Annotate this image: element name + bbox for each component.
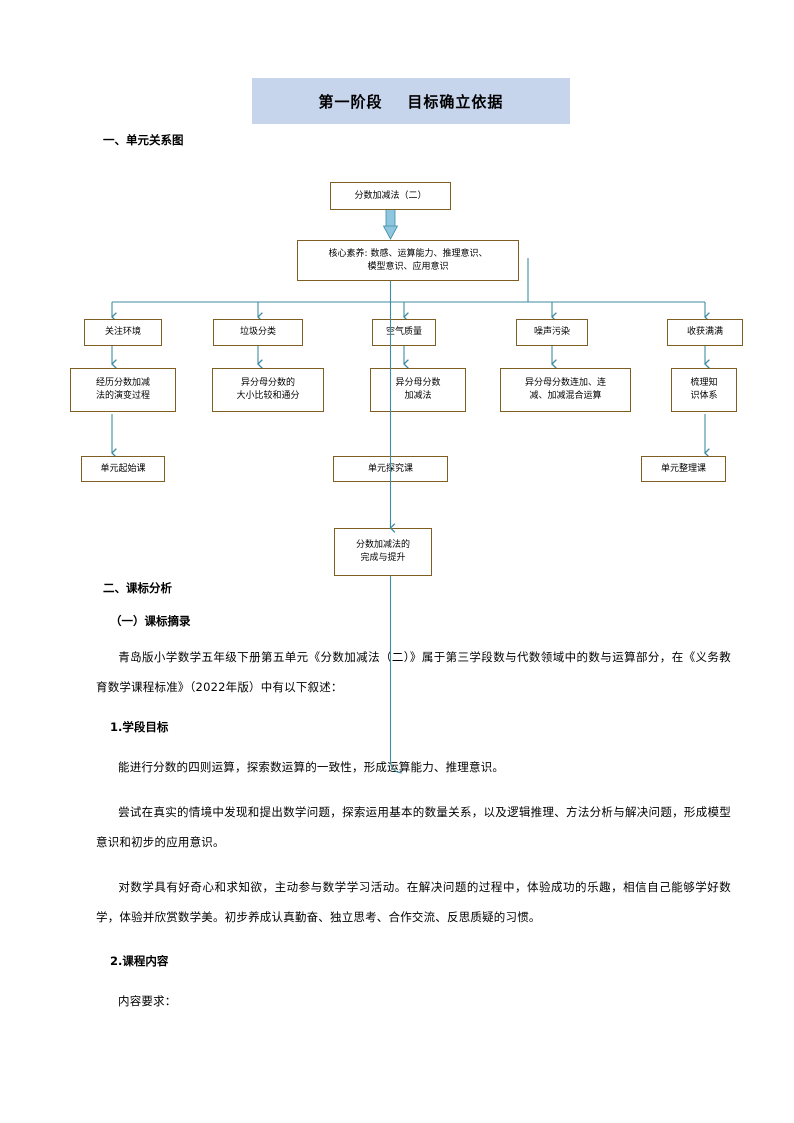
flow-node-context-0: 关注环境 [84, 319, 162, 346]
flow-node-topic-2: 异分母分数 加减法 [370, 368, 466, 412]
flow-node-topic-0: 经历分数加减 法的演变过程 [70, 368, 176, 412]
paragraph-goal-2: 尝试在真实的情境中发现和提出数学问题，探索运用基本的数量关系，以及逻辑推理、方法… [96, 797, 731, 857]
flow-node-topic-4: 梳理知 识体系 [671, 368, 737, 412]
heading-stage-goal: 1.学段目标 [110, 720, 169, 734]
flow-node-topic-1: 异分母分数的 大小比较和通分 [212, 368, 324, 412]
paragraph-goal-1: 能进行分数的四则运算，探索数运算的一致性，形成运算能力、推理意识。 [96, 752, 731, 782]
paragraph-intro: 青岛版小学数学五年级下册第五单元《分数加减法（二）》属于第三学段数与代数领域中的… [96, 642, 731, 702]
paragraph-goal-3-text: 对数学具有好奇心和求知欲，主动参与数学学习活动。在解决问题的过程中，体验成功的乐… [96, 880, 731, 924]
heading-unit-diagram: 一、单元关系图 [103, 133, 184, 147]
flow-node-context-3: 噪声污染 [516, 319, 588, 346]
flow-node-lesson-1: 单元探究课 [333, 456, 448, 482]
paragraph-content-requirement: 内容要求： [96, 986, 731, 1016]
flow-node-core-literacy: 核心素养: 数感、运算能力、推理意识、 模型意识、应用意识 [297, 240, 519, 281]
paragraph-content-requirement-text: 内容要求： [118, 994, 177, 1008]
flow-node-root: 分数加减法（二） [330, 182, 451, 210]
flow-node-context-1: 垃圾分类 [213, 319, 303, 346]
heading-course-content: 2.课程内容 [110, 954, 169, 968]
paragraph-goal-3: 对数学具有好奇心和求知欲，主动参与数学学习活动。在解决问题的过程中，体验成功的乐… [96, 872, 731, 932]
flowchart: 分数加减法（二） 核心素养: 数感、运算能力、推理意识、 模型意识、应用意识 关… [70, 182, 743, 576]
paragraph-goal-1-text: 能进行分数的四则运算，探索数运算的一致性，形成运算能力、推理意识。 [118, 760, 505, 774]
paragraph-goal-2-text: 尝试在真实的情境中发现和提出数学问题，探索运用基本的数量关系，以及逻辑推理、方法… [96, 805, 731, 849]
flow-node-context-4: 收获满满 [667, 319, 743, 346]
title-banner: 第一阶段 目标确立依据 [252, 78, 570, 124]
flow-node-lesson-0: 单元起始课 [81, 456, 165, 482]
flow-node-topic-3: 异分母分数连加、连 减、加减混合运算 [500, 368, 631, 412]
paragraph-intro-text: 青岛版小学数学五年级下册第五单元《分数加减法（二）》属于第三学段数与代数领域中的… [96, 650, 731, 694]
heading-curriculum-excerpt: （一）课标摘录 [110, 614, 191, 628]
heading-curriculum-analysis: 二、课标分析 [103, 581, 172, 595]
flow-node-lesson-2: 单元整理课 [641, 456, 726, 482]
page-title: 第一阶段 目标确立依据 [318, 92, 504, 111]
flow-node-final: 分数加减法的 完成与提升 [334, 528, 432, 576]
flow-node-context-2: 空气质量 [372, 319, 436, 346]
